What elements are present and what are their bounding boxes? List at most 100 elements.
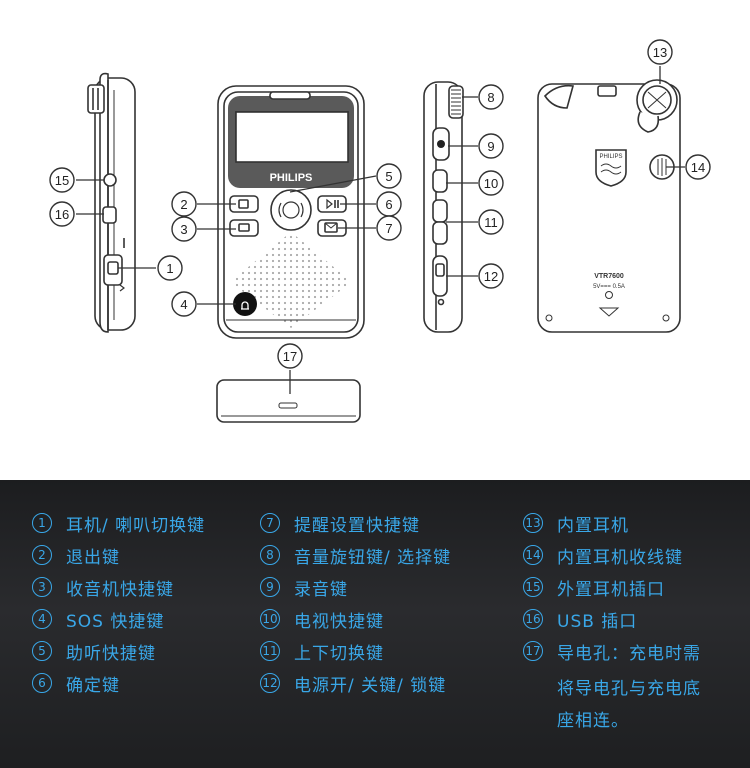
legend-number: 10 — [260, 609, 280, 629]
legend-item-6: 6 确定键 — [32, 670, 120, 696]
legend-item-7: 7 提醒设置快捷键 — [260, 510, 420, 536]
legend-number: 4 — [32, 609, 52, 629]
legend-item-16: 16 USB 插口 — [523, 606, 637, 632]
svg-text:11: 11 — [484, 215, 498, 230]
svg-text:3: 3 — [180, 222, 187, 237]
legend-label: 助听快捷键 — [66, 643, 156, 664]
legend-label: 上下切换键 — [294, 643, 384, 664]
legend-number: 12 — [260, 673, 280, 693]
bottom-view — [216, 379, 361, 423]
legend-number: 1 — [32, 513, 52, 533]
legend-item-5: 5 助听快捷键 — [32, 638, 156, 664]
right-side-view — [423, 81, 464, 333]
legend-item-17: 17 导电孔：充电时需 — [523, 638, 701, 664]
legend-item-3: 3 收音机快捷键 — [32, 574, 174, 600]
svg-text:2: 2 — [180, 197, 187, 212]
callout-7: 7 — [376, 215, 402, 241]
left-side-view — [87, 72, 136, 333]
legend-number: 7 — [260, 513, 280, 533]
svg-text:15: 15 — [55, 173, 69, 188]
legend-label: 音量旋钮键/ 选择键 — [294, 547, 452, 568]
legend-item-4: 4 SOS 快捷键 — [32, 606, 164, 632]
callout-13: 13 — [647, 39, 673, 65]
callout-3: 3 — [171, 216, 197, 242]
front-view: PHILIPS — [217, 85, 365, 339]
legend-label: USB 插口 — [557, 611, 638, 632]
legend-label: 录音键 — [294, 579, 348, 600]
legend-label: 提醒设置快捷键 — [294, 515, 420, 536]
legend-label: 外置耳机插口 — [557, 579, 665, 600]
svg-text:12: 12 — [484, 269, 498, 284]
svg-text:17: 17 — [283, 349, 297, 364]
svg-text:4: 4 — [180, 297, 187, 312]
legend-item-17-line-2: 将导电孔与充电底 — [557, 679, 701, 699]
legend-item-13: 13 内置耳机 — [523, 510, 629, 536]
callout-10: 10 — [478, 170, 504, 196]
callouts: 15 16 1 2 3 4 5 6 7 17 8 9 10 11 12 13 1… — [49, 39, 711, 369]
callout-4: 4 — [171, 291, 197, 317]
back-brand-text: PHILIPS — [599, 154, 622, 160]
legend-item-11: 11 上下切换键 — [260, 638, 384, 664]
legend-item-9: 9 录音键 — [260, 574, 348, 600]
svg-text:6: 6 — [385, 197, 392, 212]
callout-12: 12 — [478, 263, 504, 289]
legend-label: 收音机快捷键 — [66, 579, 174, 600]
callout-14: 14 — [685, 154, 711, 180]
svg-text:16: 16 — [55, 207, 69, 222]
legend-item-10: 10 电视快捷键 — [260, 606, 384, 632]
legend-panel: 1 耳机/ 喇叭切换键 2 退出键 3 收音机快捷键 4 SOS 快捷键 5 助… — [0, 480, 750, 768]
svg-text:1: 1 — [166, 261, 173, 276]
legend-number: 17 — [523, 641, 543, 661]
legend-item-15: 15 外置耳机插口 — [523, 574, 665, 600]
callout-1: 1 — [157, 255, 183, 281]
legend-label: 电视快捷键 — [294, 611, 384, 632]
device-drawing: PHILIPS — [49, 39, 711, 423]
legend-label: SOS 快捷键 — [66, 611, 165, 632]
callout-15: 15 — [49, 167, 75, 193]
legend-item-12: 12 电源开/ 关键/ 锁键 — [260, 670, 446, 696]
legend-number: 3 — [32, 577, 52, 597]
svg-text:14: 14 — [691, 160, 705, 175]
device-diagram: PHILIPS — [49, 39, 711, 423]
legend-number: 8 — [260, 545, 280, 565]
legend-item-2: 2 退出键 — [32, 542, 120, 568]
callout-17: 17 — [277, 343, 303, 369]
legend-number: 13 — [523, 513, 543, 533]
front-brand-text: PHILIPS — [270, 172, 313, 184]
svg-text:9: 9 — [487, 139, 494, 154]
callout-6: 6 — [376, 191, 402, 217]
legend-label: 导电孔：充电时需 — [557, 643, 701, 664]
svg-text:13: 13 — [653, 45, 667, 60]
legend-item-14: 14 内置耳机收线键 — [523, 542, 683, 568]
svg-text:5: 5 — [385, 169, 392, 184]
legend-number: 16 — [523, 609, 543, 629]
legend-number: 6 — [32, 673, 52, 693]
legend-number: 2 — [32, 545, 52, 565]
back-view: PHILIPS VTR7600 5V=== 0.5A — [537, 79, 681, 333]
legend-label: 确定键 — [66, 675, 120, 696]
legend-label: 电源开/ 关键/ 锁键 — [294, 675, 447, 696]
callout-16: 16 — [49, 201, 75, 227]
legend-number: 5 — [32, 641, 52, 661]
svg-text:7: 7 — [385, 221, 392, 236]
legend-label: 退出键 — [66, 547, 120, 568]
legend-item-17-line-3: 座相连。 — [557, 711, 629, 731]
callout-9: 9 — [478, 133, 504, 159]
rating-label: 5V=== 0.5A — [593, 284, 625, 290]
leader-lines — [76, 66, 685, 394]
callout-5: 5 — [376, 163, 402, 189]
legend-label: 内置耳机 — [557, 515, 629, 536]
legend-item-1: 1 耳机/ 喇叭切换键 — [32, 510, 205, 536]
svg-text:10: 10 — [484, 176, 498, 191]
legend-number: 9 — [260, 577, 280, 597]
callout-11: 11 — [478, 209, 504, 235]
legend-item-8: 8 音量旋钮键/ 选择键 — [260, 542, 451, 568]
legend-number: 14 — [523, 545, 543, 565]
callout-8: 8 — [478, 84, 504, 110]
legend-number: 15 — [523, 577, 543, 597]
svg-text:8: 8 — [487, 90, 494, 105]
model-label: VTR7600 — [594, 273, 624, 280]
callout-2: 2 — [171, 191, 197, 217]
legend-label: 耳机/ 喇叭切换键 — [66, 515, 206, 536]
legend-label: 内置耳机收线键 — [557, 547, 683, 568]
